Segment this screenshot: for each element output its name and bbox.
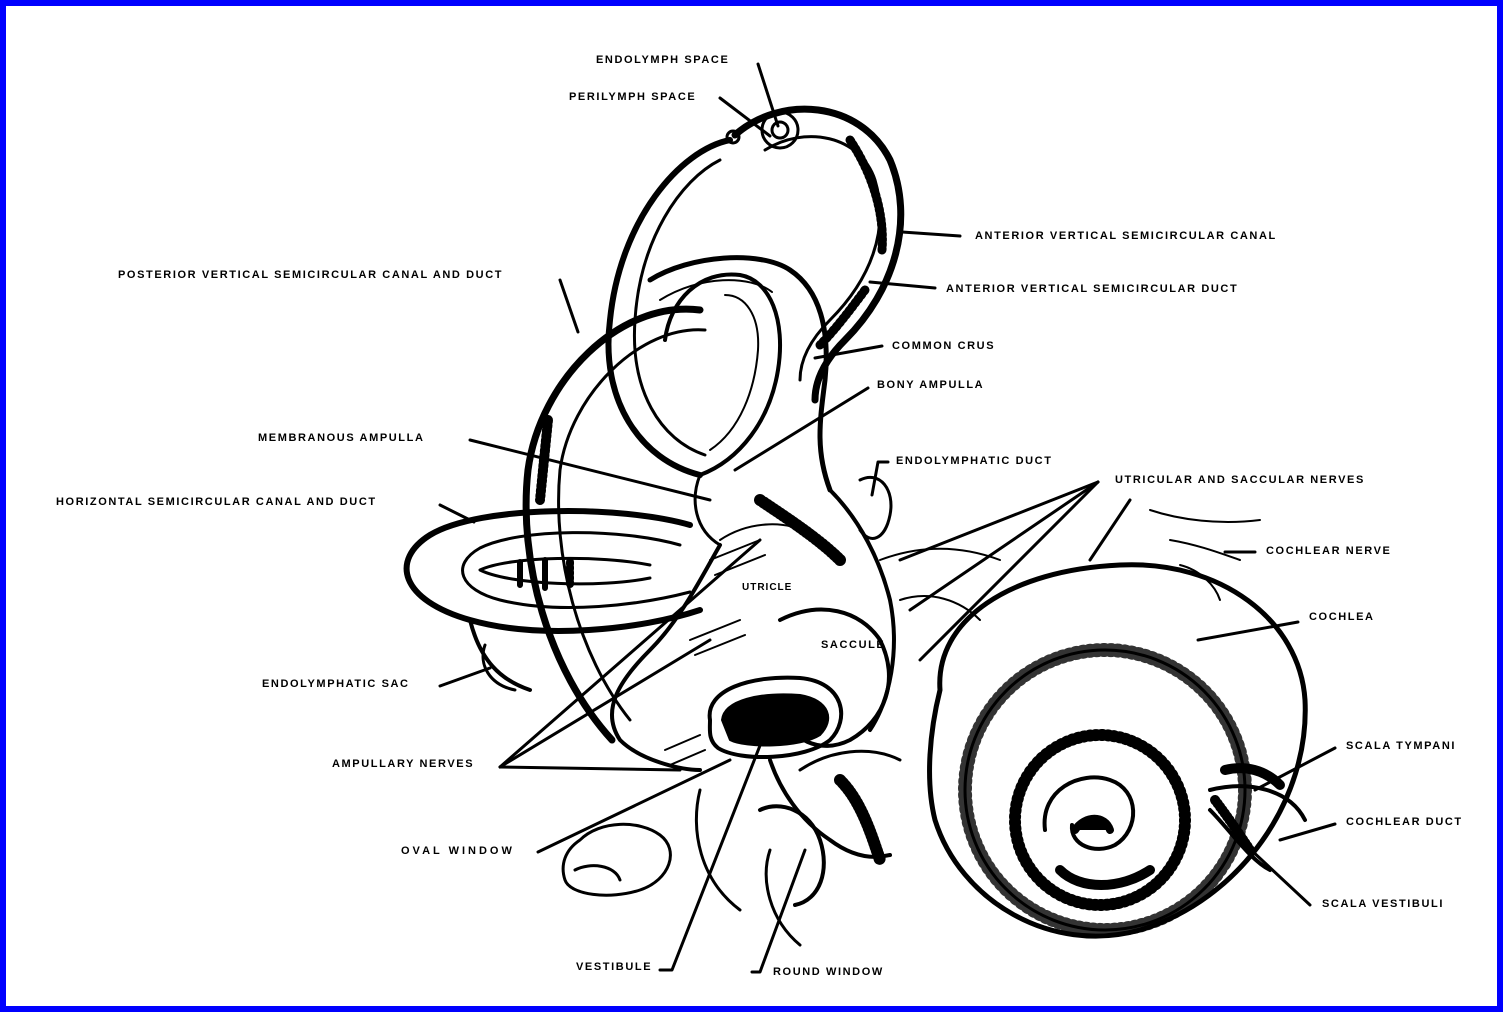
label-perilymph-space: PERILYMPH SPACE xyxy=(569,91,696,103)
label-endolymph-space: ENDOLYMPH SPACE xyxy=(596,54,729,66)
stapes-drawing xyxy=(563,790,740,910)
label-endolymphatic-duct: ENDOLYMPHATIC DUCT xyxy=(896,455,1053,467)
label-anterior-vertical-semicircular-duct: ANTERIOR VERTICAL SEMICIRCULAR DUCT xyxy=(946,283,1238,295)
oval-window-drawing xyxy=(710,678,842,757)
cochlea-drawing xyxy=(930,565,1306,936)
label-oval-window: OVAL WINDOW xyxy=(401,845,515,857)
label-round-window: ROUND WINDOW xyxy=(773,966,884,978)
label-bony-ampulla: BONY AMPULLA xyxy=(877,379,984,391)
anterior-canal-drawing xyxy=(727,109,901,400)
label-ampullary-nerves: AMPULLARY NERVES xyxy=(332,758,474,770)
nerve-bundle-drawing xyxy=(880,500,1260,620)
label-posterior-vertical-semicircular-canal-and-duct: POSTERIOR VERTICAL SEMICIRCULAR CANAL AN… xyxy=(118,269,503,281)
label-scala-tympani: SCALA TYMPANI xyxy=(1346,740,1456,752)
label-utricular-and-saccular-nerves: UTRICULAR AND SACCULAR NERVES xyxy=(1115,474,1365,486)
label-membranous-ampulla: MEMBRANOUS AMPULLA xyxy=(258,432,425,444)
label-utricle: UTRICLE xyxy=(742,582,792,594)
label-saccule: SACCULE xyxy=(821,639,885,651)
label-endolymphatic-sac: ENDOLYMPHATIC SAC xyxy=(262,678,410,690)
label-cochlear-nerve: COCHLEAR NERVE xyxy=(1266,545,1392,557)
label-cochlear-duct: COCHLEAR DUCT xyxy=(1346,816,1463,828)
leader-lines xyxy=(440,64,1335,972)
label-horizontal-semicircular-canal-and-duct: HORIZONTAL SEMICIRCULAR CANAL AND DUCT xyxy=(56,496,377,508)
diagram-frame: ENDOLYMPH SPACE PERILYMPH SPACE ANTERIOR… xyxy=(6,6,1497,1006)
label-scala-vestibuli: SCALA VESTIBULI xyxy=(1322,898,1444,910)
label-anterior-vertical-semicircular-canal: ANTERIOR VERTICAL SEMICIRCULAR CANAL xyxy=(975,230,1277,242)
label-common-crus: COMMON CRUS xyxy=(892,340,995,352)
horizontal-canal-drawing xyxy=(407,511,700,690)
label-cochlea: COCHLEA xyxy=(1309,611,1375,623)
label-vestibule: VESTIBULE xyxy=(576,961,652,973)
